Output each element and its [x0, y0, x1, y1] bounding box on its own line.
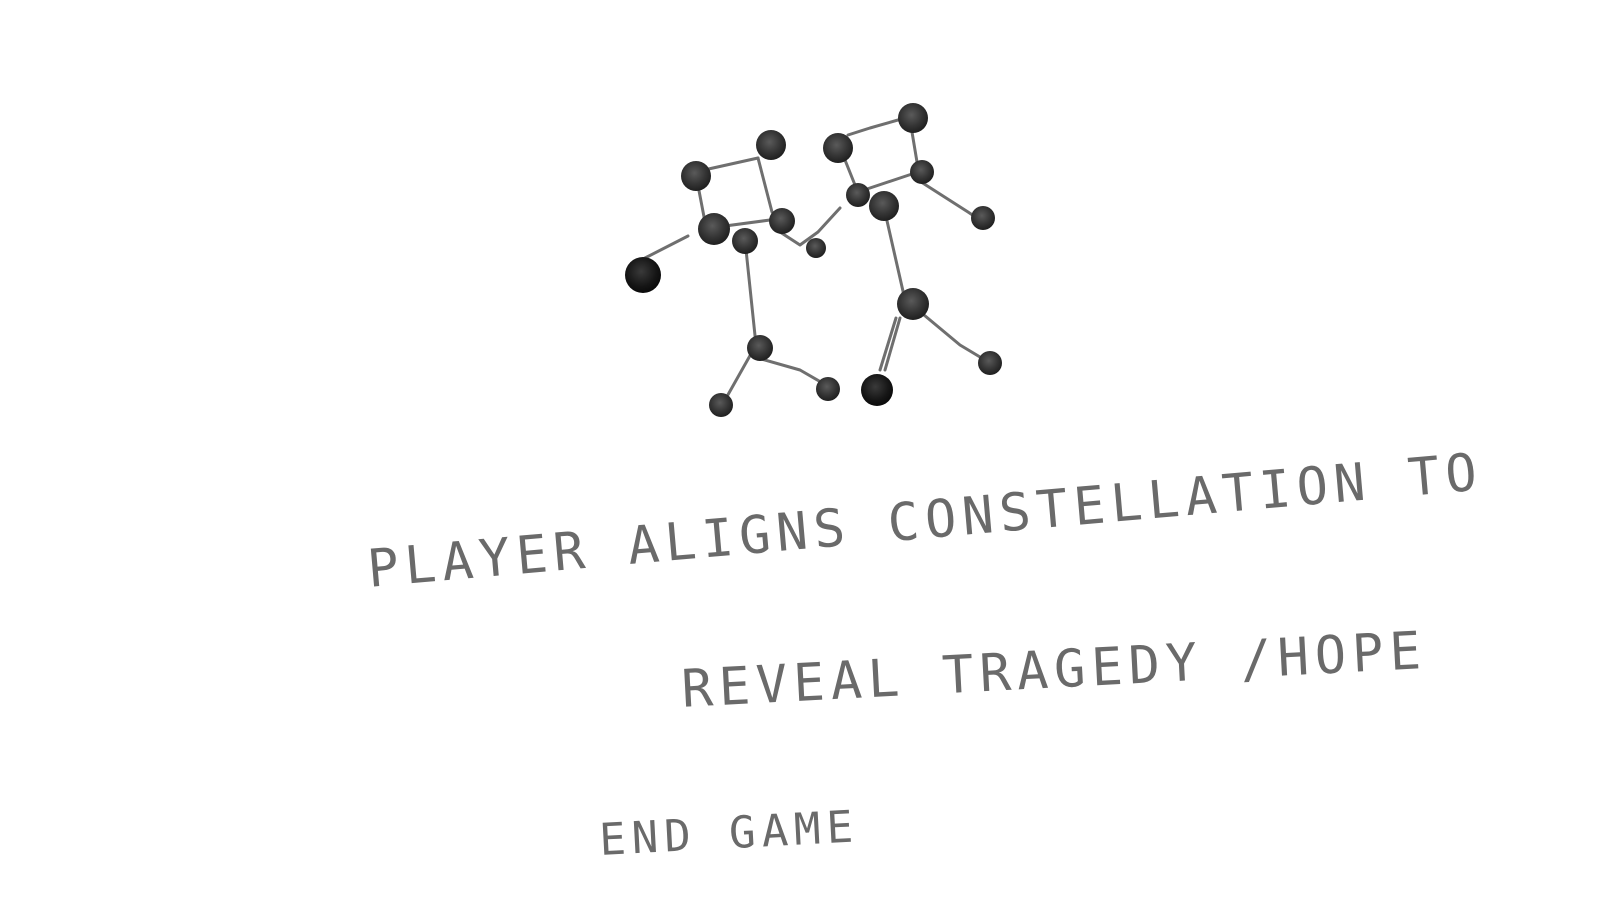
star-icon [816, 377, 840, 401]
star-icon [846, 183, 870, 207]
right-figure-stars [823, 103, 1002, 406]
star-icon [978, 351, 1002, 375]
star-icon [971, 206, 995, 230]
left-figure-stars [625, 130, 840, 417]
star-icon [769, 208, 795, 234]
star-icon [709, 393, 733, 417]
star-icon [897, 288, 929, 320]
left-figure-lines [643, 156, 842, 402]
star-icon [898, 103, 928, 133]
star-icon [681, 161, 711, 191]
star-icon [698, 213, 730, 245]
star-icon [806, 238, 826, 258]
star-icon [732, 228, 758, 254]
star-icon [861, 374, 893, 406]
right-figure-lines [843, 116, 987, 372]
star-icon [910, 160, 934, 184]
star-icon [756, 130, 786, 160]
star-icon [625, 257, 661, 293]
star-icon [869, 191, 899, 221]
star-icon [823, 133, 853, 163]
star-icon [747, 335, 773, 361]
